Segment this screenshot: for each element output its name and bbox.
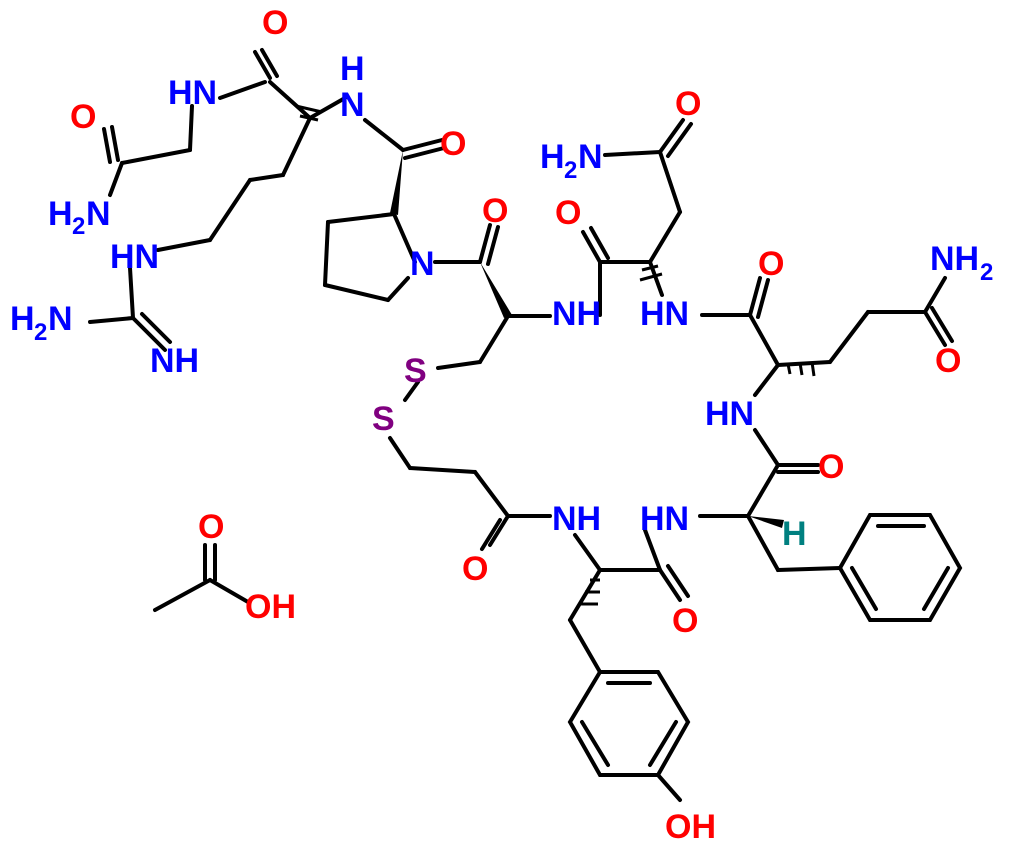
o-pro: O bbox=[440, 125, 466, 163]
h2n-asn-h: H bbox=[540, 138, 565, 176]
hashed-bonds bbox=[295, 104, 816, 606]
h2n-asn-sub: 2 bbox=[564, 157, 577, 184]
hn-guan: HN bbox=[110, 238, 159, 276]
oh-tyr: OH bbox=[665, 808, 716, 846]
o-cys: O bbox=[482, 192, 508, 230]
nh-cys: NH bbox=[552, 295, 601, 333]
hn-gln: HN bbox=[705, 395, 754, 433]
h2n-guan-h: H bbox=[10, 300, 35, 338]
hn-gly: HN bbox=[168, 74, 217, 112]
nh2-gly-h: H bbox=[48, 195, 73, 233]
h2n-guan-n: N bbox=[48, 300, 73, 338]
hn-asn: HN bbox=[640, 295, 689, 333]
o-gln-side: O bbox=[935, 342, 961, 380]
o-gln-bb: O bbox=[758, 245, 784, 283]
o-gly-amide: O bbox=[70, 98, 96, 136]
s-top: S bbox=[404, 352, 427, 390]
nh-guan-imine: NH bbox=[150, 342, 199, 380]
h-phe-stereo: H bbox=[782, 515, 807, 553]
h2n-guan-sub: 2 bbox=[34, 319, 47, 346]
bonds bbox=[88, 48, 963, 802]
nh2-gln: NH bbox=[930, 240, 979, 278]
hn-phe: HN bbox=[640, 500, 689, 538]
nh2-gly-n: N bbox=[86, 195, 111, 233]
h-arg-nh: H bbox=[340, 50, 365, 88]
o-acetic-top: O bbox=[198, 508, 224, 546]
n-arg-nh: N bbox=[340, 86, 365, 124]
n-pro: N bbox=[410, 245, 435, 283]
o-gly-top: O bbox=[262, 4, 288, 42]
o-mpa: O bbox=[462, 550, 488, 588]
nh2-gly-sub: 2 bbox=[72, 213, 85, 240]
o-tyr: O bbox=[672, 602, 698, 640]
oh-acetic: OH bbox=[245, 588, 296, 626]
h2n-asn-n: N bbox=[578, 138, 603, 176]
o-asn-bb: O bbox=[555, 194, 581, 232]
o-asn-side: O bbox=[675, 85, 701, 123]
atom-labels: O HN O H 2 N H N O HN H 2 N NH N O NH S … bbox=[10, 4, 993, 846]
s-bottom: S bbox=[372, 400, 395, 438]
nh2-gln-sub: 2 bbox=[980, 259, 993, 286]
nh-mpa: NH bbox=[552, 500, 601, 538]
o-phe-bb: O bbox=[818, 448, 844, 486]
